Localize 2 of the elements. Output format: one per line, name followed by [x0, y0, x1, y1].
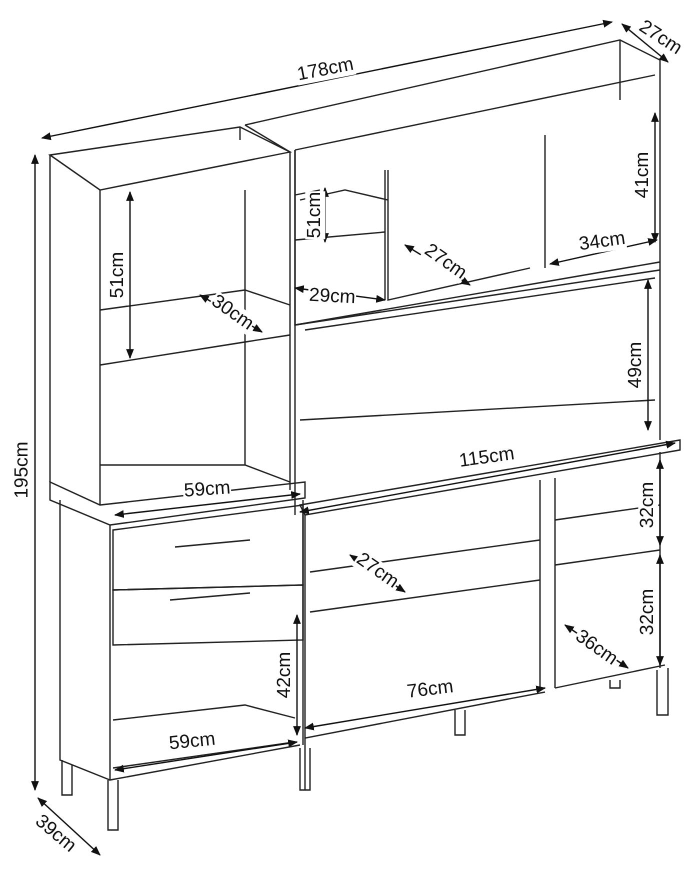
dimension-label: 32cm — [638, 480, 658, 530]
dimension-label: 51cm — [305, 190, 326, 240]
